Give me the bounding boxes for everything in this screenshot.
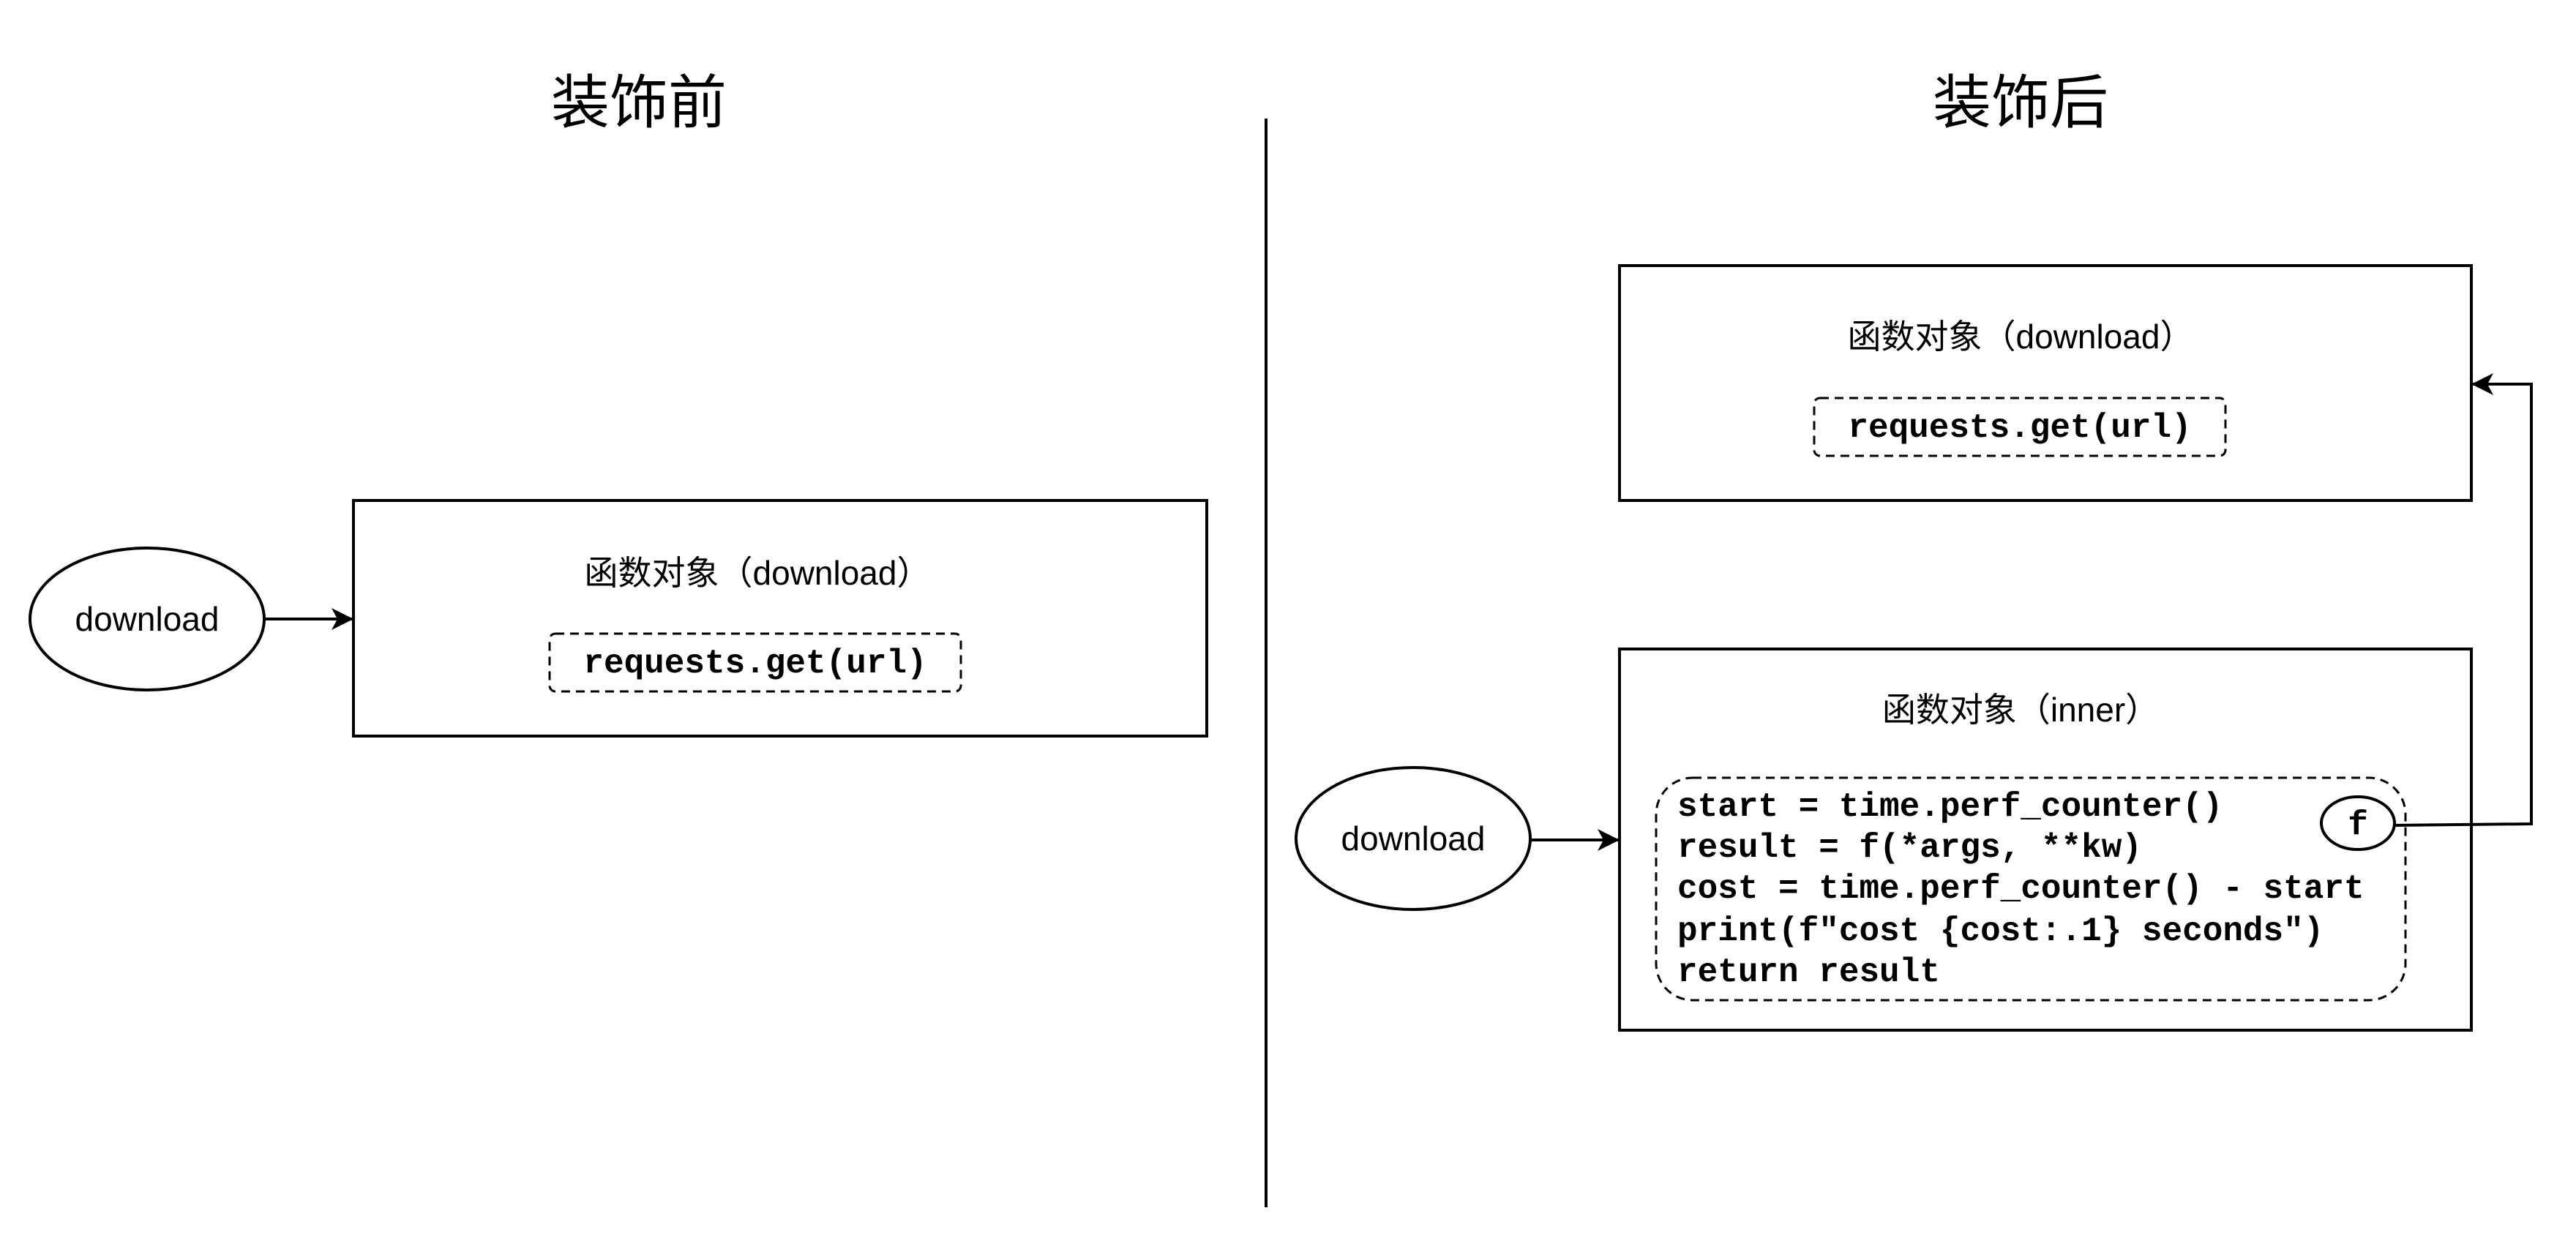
closure-f-node [2320, 795, 2396, 851]
before-title: 装饰前 [551, 69, 727, 137]
original-code-box [1813, 397, 2227, 457]
code-box [548, 632, 962, 693]
after-title: 装饰后 [1933, 69, 2108, 137]
code-line: requests.get(url) [583, 645, 926, 683]
function-object-download-box [352, 499, 1208, 738]
original-function-object-box [1618, 264, 2473, 502]
function-object-label: 函数对象（download） [585, 554, 931, 592]
code-line: cost = time.perf_counter() - start [1677, 870, 2365, 908]
download-variable-label: download [75, 600, 220, 638]
inner-function-object-label: 函数对象（inner） [1882, 691, 2159, 729]
code-line: result = f(*args, **kw) [1677, 829, 2142, 867]
code-line: print(f"cost {cost:.1} seconds") [1677, 912, 2324, 950]
code-line: return result [1677, 953, 1940, 991]
closure-reference-arrow [2394, 373, 2533, 827]
download-variable-label: download [1341, 819, 1486, 858]
closure-f-label: f [2348, 806, 2368, 844]
download-variable-node [29, 547, 266, 691]
code-line: start = time.perf_counter() [1677, 788, 2223, 826]
original-function-object-label: 函数对象（download） [1848, 318, 2194, 356]
inner-code-box [1655, 776, 2407, 1002]
original-code-line: requests.get(url) [1848, 409, 2191, 447]
